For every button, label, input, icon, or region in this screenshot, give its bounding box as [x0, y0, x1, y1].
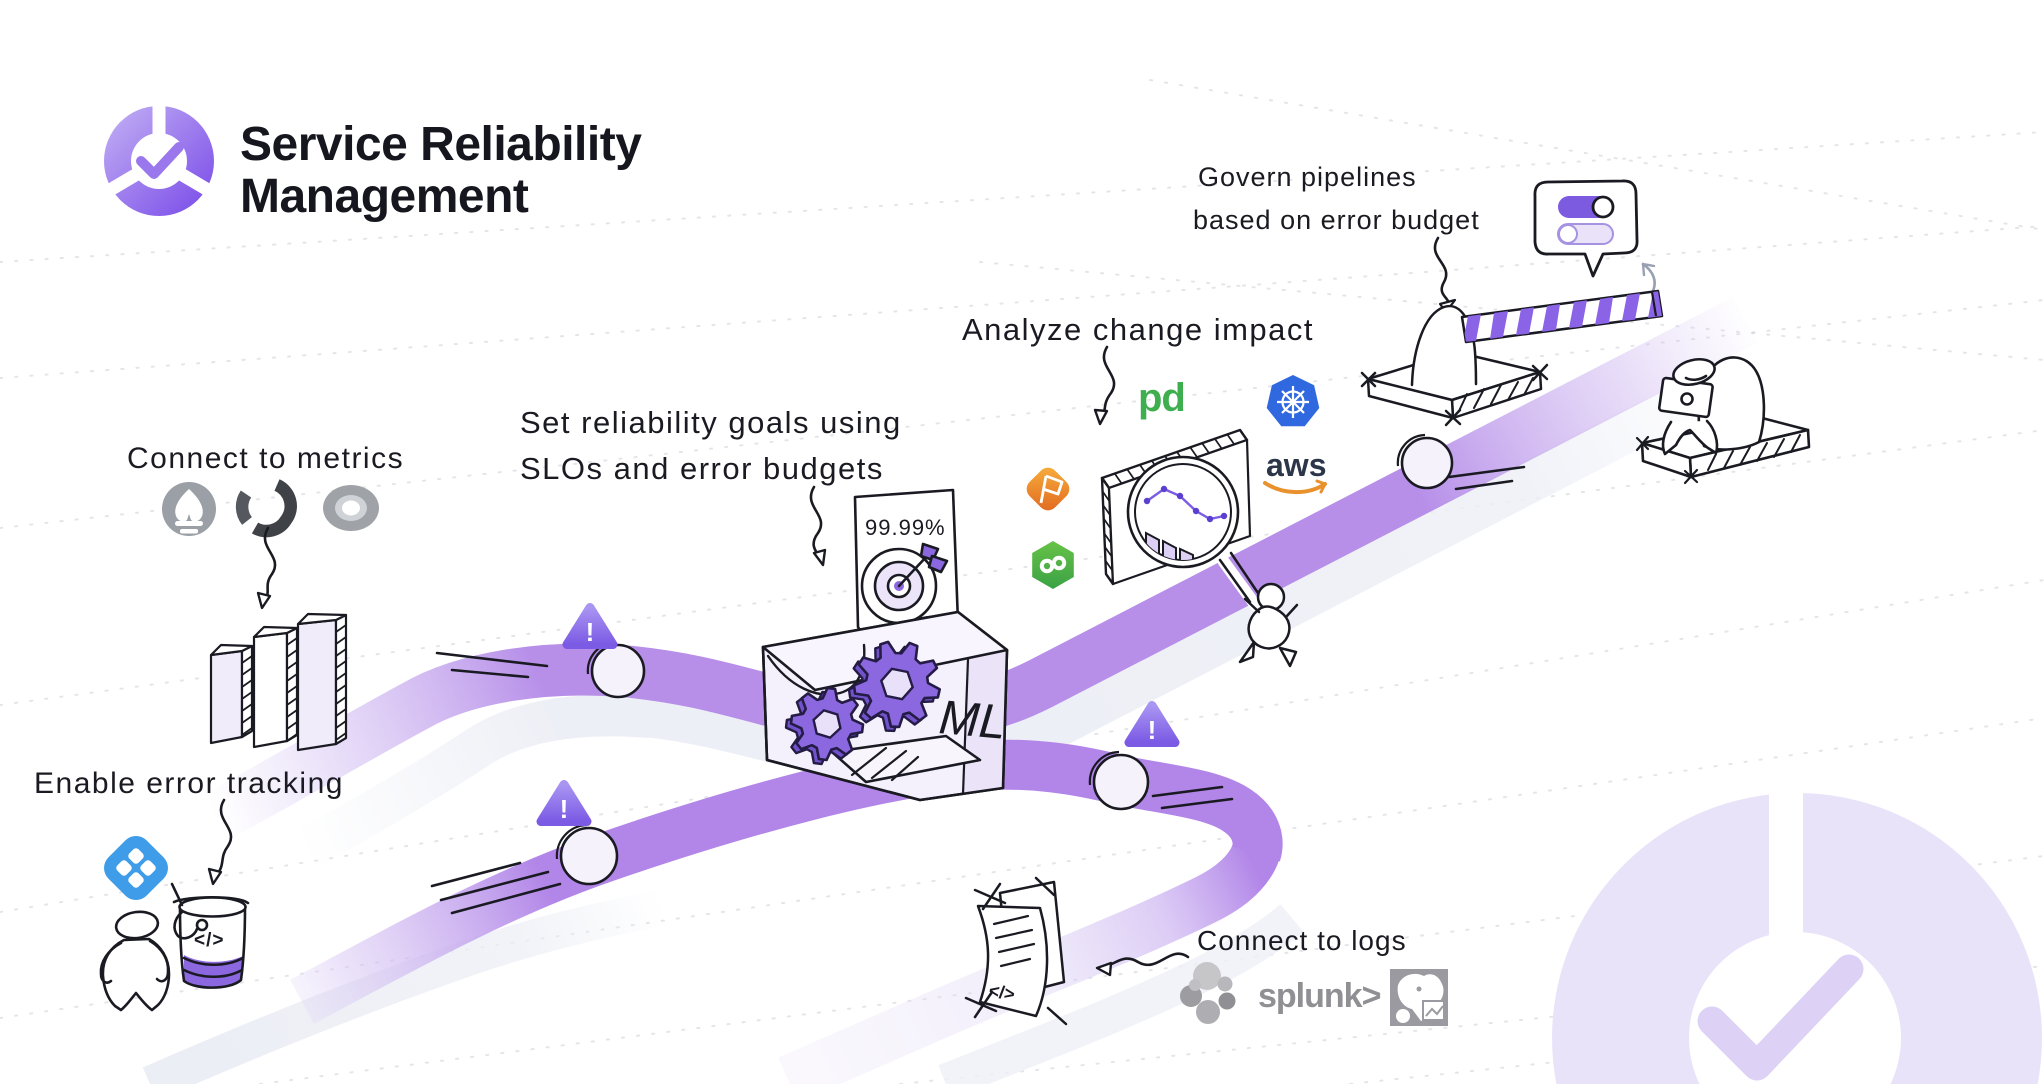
svg-text:99.99%: 99.99% — [865, 515, 946, 540]
svg-text:pd: pd — [1138, 376, 1185, 420]
svg-text:aws: aws — [1266, 447, 1326, 483]
svg-text:Analyze change impact: Analyze change impact — [962, 312, 1314, 347]
svg-text:!: ! — [560, 794, 569, 824]
svg-text:Govern pipelines: Govern pipelines — [1198, 162, 1417, 192]
svg-text:SLOs and error budgets: SLOs and error budgets — [520, 451, 884, 486]
svg-text:!: ! — [586, 617, 595, 647]
svg-text:splunk>: splunk> — [1258, 977, 1381, 1015]
svg-text:based on error budget: based on error budget — [1193, 205, 1480, 235]
svg-text:</>: </> — [194, 930, 224, 951]
svg-text:Management: Management — [240, 170, 529, 223]
svg-text:</>: </> — [987, 980, 1016, 1004]
svg-text:!: ! — [1148, 715, 1157, 745]
svg-text:Connect to metrics: Connect to metrics — [127, 442, 404, 475]
svg-text:Enable error tracking: Enable error tracking — [34, 767, 344, 800]
svg-text:Set reliability goals using: Set reliability goals using — [520, 405, 902, 440]
svg-text:ML: ML — [937, 691, 1008, 750]
svg-text:Connect to logs: Connect to logs — [1197, 925, 1407, 956]
svg-text:Service Reliability: Service Reliability — [240, 118, 642, 171]
